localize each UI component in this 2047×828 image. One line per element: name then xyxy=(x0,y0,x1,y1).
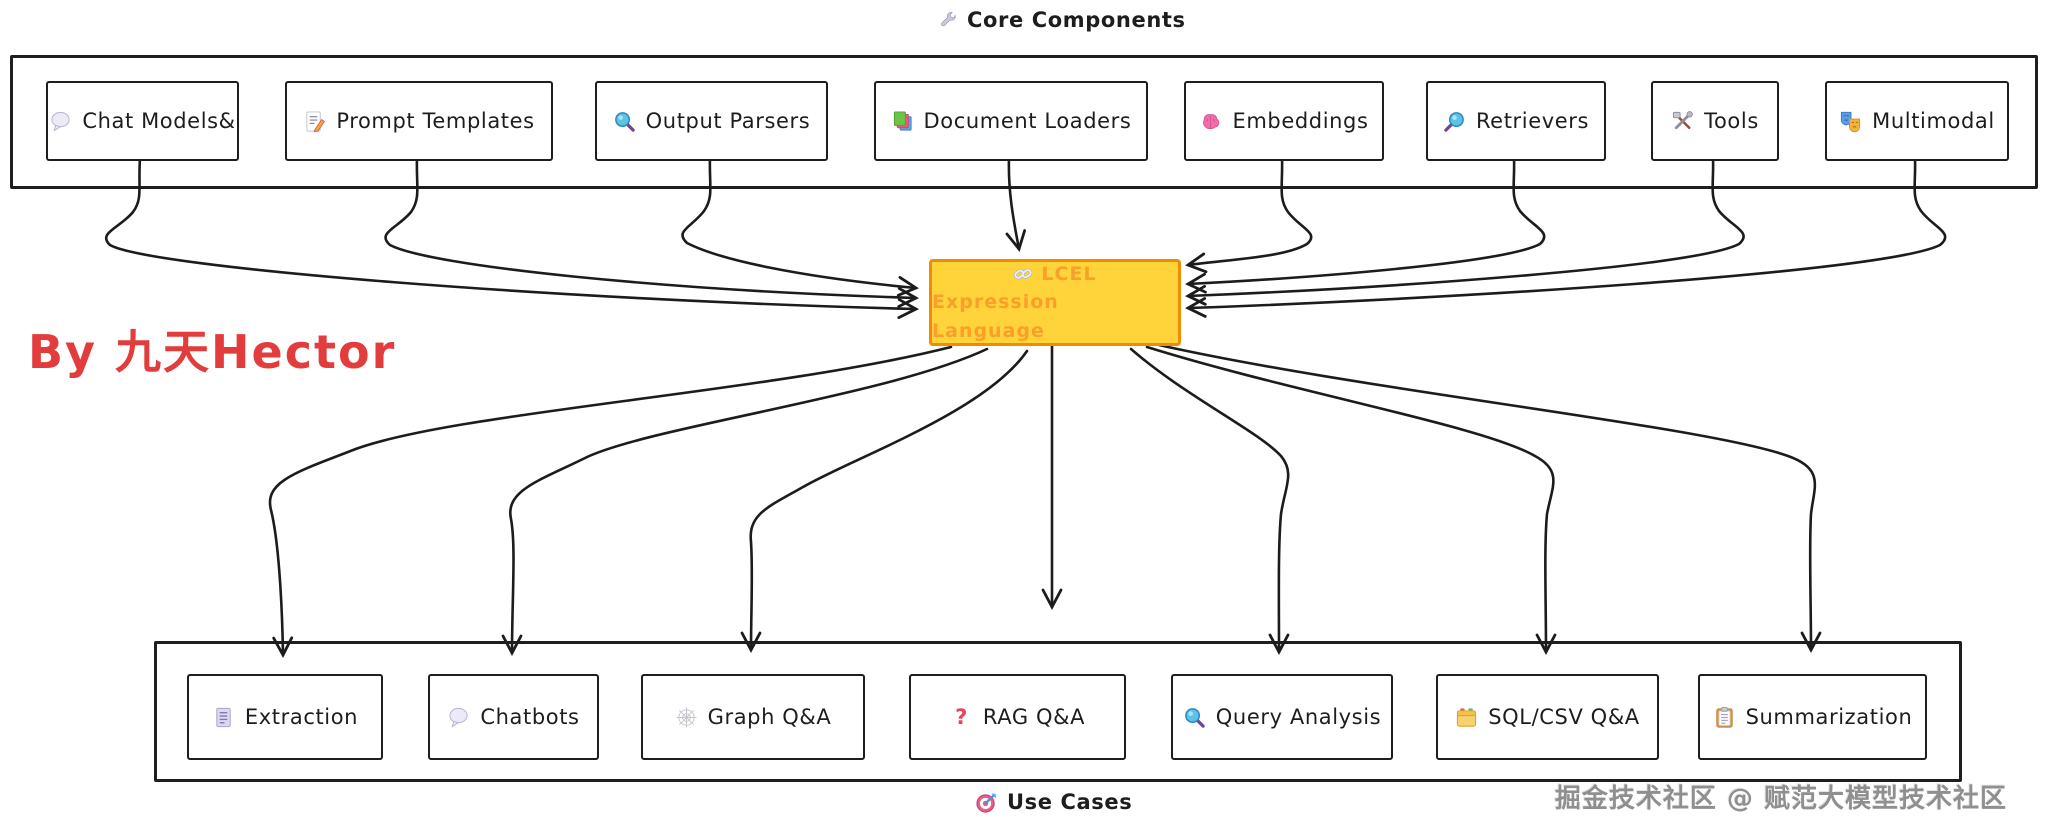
magnifier-icon xyxy=(613,110,636,133)
speech-balloon-icon xyxy=(49,110,72,133)
node-tools: Tools xyxy=(1651,81,1779,161)
magnifier-icon xyxy=(1183,706,1206,729)
node-retrievers: Retrievers xyxy=(1426,81,1606,161)
node-chatbots: Chatbots xyxy=(428,674,599,760)
magnifier-left-icon xyxy=(1443,110,1466,133)
node-sql-csv-qa: SQL/CSV Q&A xyxy=(1436,674,1659,760)
core-components-label: Core Components xyxy=(967,8,1186,32)
node-label: Tools xyxy=(1704,109,1759,133)
node-label: SQL/CSV Q&A xyxy=(1488,705,1640,729)
lcel-title: LCEL xyxy=(1041,262,1097,285)
link-icon xyxy=(1013,264,1033,284)
node-label: Multimodal xyxy=(1872,109,1995,133)
node-output-parsers: Output Parsers xyxy=(595,81,828,161)
node-label: Extraction xyxy=(244,705,359,729)
node-label: Embeddings xyxy=(1232,109,1369,133)
node-label: Document Loaders xyxy=(923,109,1132,133)
masks-icon xyxy=(1839,110,1862,133)
node-document-loaders: Document Loaders xyxy=(874,81,1148,161)
wrench-icon xyxy=(938,10,958,30)
page-icon xyxy=(212,706,235,729)
bookmark-tabs-icon xyxy=(891,110,914,133)
watermark: 掘金技术社区 @ 赋范大模型技术社区 xyxy=(1554,784,2007,814)
node-label: RAG Q&A xyxy=(982,705,1086,729)
node-label: Chatbots xyxy=(480,705,580,729)
use-cases-label: Use Cases xyxy=(1007,790,1133,814)
memo-icon xyxy=(303,110,326,133)
clipboard-icon xyxy=(1713,706,1736,729)
node-query-analysis: Query Analysis xyxy=(1171,674,1393,760)
speech-balloon-icon xyxy=(447,706,470,729)
use-cases-container xyxy=(154,641,1962,782)
node-multimodal: Multimodal xyxy=(1825,81,2009,161)
node-label: Summarization xyxy=(1745,705,1913,729)
node-summarization: Summarization xyxy=(1698,674,1927,760)
node-label: Graph Q&A xyxy=(707,705,832,729)
spider-web-icon xyxy=(675,706,698,729)
node-extraction: Extraction xyxy=(187,674,383,760)
core-components-title: Core Components xyxy=(938,8,1186,32)
use-cases-title: Use Cases xyxy=(975,790,1132,814)
node-graph-qa: Graph Q&A xyxy=(641,674,865,760)
dart-icon xyxy=(975,791,998,814)
node-label: Retrievers xyxy=(1475,109,1590,133)
card-index-icon xyxy=(1455,706,1478,729)
brain-icon xyxy=(1199,110,1222,133)
author-credit: By 九天Hector xyxy=(28,325,397,379)
node-label: Query Analysis xyxy=(1215,705,1382,729)
node-rag-qa: ? RAG Q&A xyxy=(909,674,1126,760)
node-lcel: LCEL Expression Language xyxy=(929,259,1181,346)
node-chat-models: Chat Models& xyxy=(46,81,239,161)
hammer-wrench-icon xyxy=(1671,110,1694,133)
node-label: Output Parsers xyxy=(645,109,811,133)
node-label: Chat Models& xyxy=(82,109,236,133)
lcel-subtitle: Expression Language xyxy=(932,291,1059,342)
node-prompt-templates: Prompt Templates xyxy=(285,81,553,161)
question-icon: ? xyxy=(950,706,973,729)
node-label: Prompt Templates xyxy=(336,109,535,133)
node-embeddings: Embeddings xyxy=(1184,81,1384,161)
core-components-container xyxy=(10,55,2038,189)
svg-text:?: ? xyxy=(955,706,968,729)
